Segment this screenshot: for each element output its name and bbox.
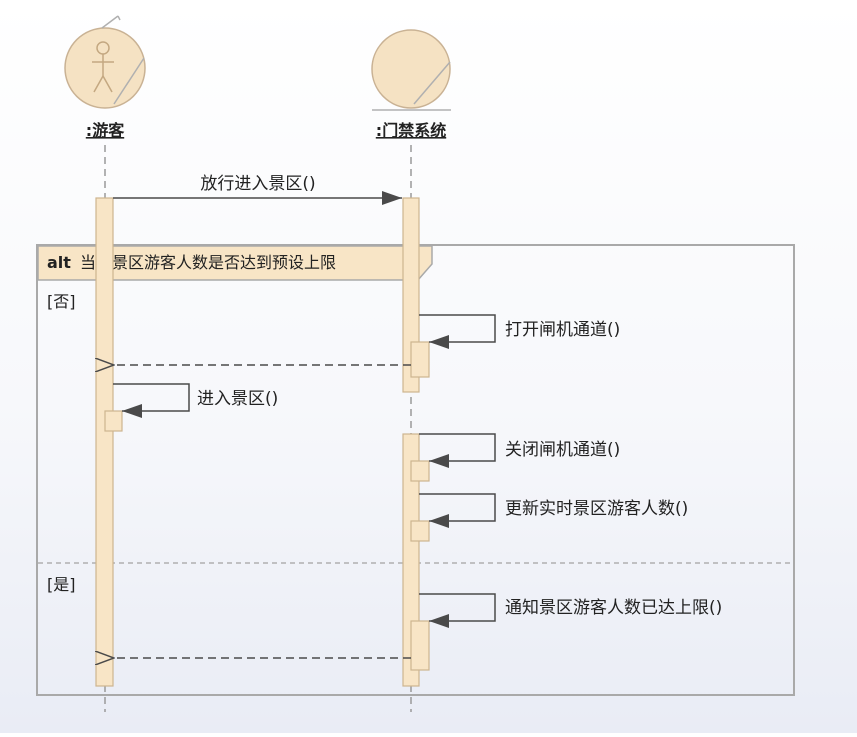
system-participant-label: :门禁系统 [376, 121, 446, 140]
message-label-enter: 进入景区() [197, 389, 278, 409]
visitor-self-activation-enter [104, 410, 123, 432]
message-arrow-enter [113, 383, 190, 418]
visitor-actor-icon[interactable] [64, 15, 146, 109]
svg-text:alt 当前景区游客人数是否达到预设上限: alt 当前景区游客人数是否达到预设上限 [47, 253, 336, 272]
message-label-open-gate: 打开闸机通道() [505, 320, 620, 340]
message-arrow-open-gate [419, 314, 496, 349]
system-self-activation-notify [410, 620, 430, 671]
system-self-activation-close [410, 460, 430, 482]
system-self-activation-update [410, 520, 430, 542]
alt-fragment-header [37, 245, 433, 281]
message-label-update-count: 更新实时景区游客人数() [505, 499, 688, 519]
system-self-activation-open [410, 341, 430, 378]
alt-guard-yes: [是] [47, 575, 76, 594]
message-arrow-close-gate [419, 433, 496, 468]
message-label-notify-limit: 通知景区游客人数已达上限() [505, 598, 722, 618]
message-arrow-notify-limit [419, 593, 496, 628]
visitor-activation-bar [95, 197, 114, 687]
visitor-participant-label: :游客 [86, 121, 125, 140]
message-label-close-gate: 关闭闸机通道() [505, 440, 620, 460]
alt-condition: 当前景区游客人数是否达到预设上限 [80, 253, 336, 272]
message-label-release: 放行进入景区() [200, 174, 315, 194]
system-entity-icon[interactable] [371, 29, 451, 111]
alt-keyword: alt [47, 253, 71, 272]
message-arrow-update-count [419, 493, 496, 528]
alt-guard-no: [否] [47, 292, 76, 311]
